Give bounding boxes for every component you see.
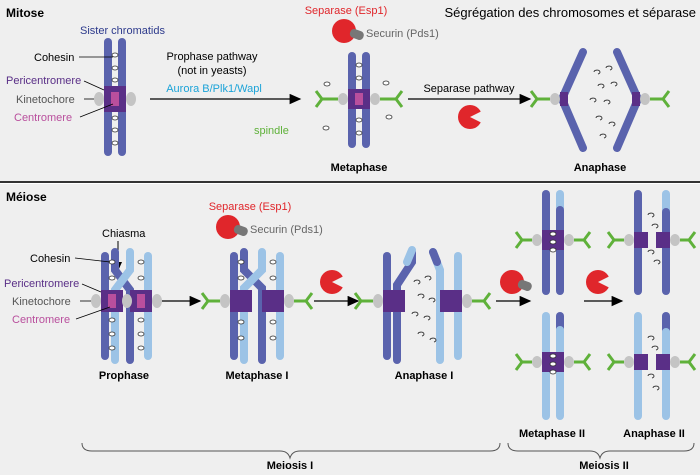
- meiosis-cohesin-label: Cohesin: [30, 253, 70, 265]
- meiosis-prophase-label: Prophase: [99, 370, 149, 382]
- meiosis-active-separase-2-icon: [586, 270, 612, 294]
- mitosis-separase-icon: [332, 19, 366, 43]
- mitosis-active-separase-icon: [458, 105, 484, 129]
- meiosis-anaphase-2-label: Anaphase II: [623, 428, 685, 440]
- prophase-pathway-note: (not in yeasts): [177, 65, 246, 77]
- meiosis-metaphase-2-label: Metaphase II: [519, 428, 585, 440]
- mitosis-kinetochore-label: Kinetochore: [16, 94, 75, 106]
- separase-pathway-label: Separase pathway: [423, 83, 515, 95]
- meiosis-metaphase-1-spindle-right: [294, 292, 314, 310]
- mitosis-cohesin-label: Cohesin: [34, 52, 74, 64]
- meiosis-separase-label: Separase (Esp1): [209, 201, 292, 213]
- meiosis-centromere-label: Centromere: [12, 314, 70, 326]
- meiosis-securin-label: Securin (Pds1): [250, 224, 323, 236]
- meiosis-metaphase-2-top-spindle: [514, 231, 592, 249]
- meiosis-metaphase-1-chromosomes: [220, 248, 294, 364]
- meiosis-metaphase-1-label: Metaphase I: [226, 370, 289, 382]
- mitosis-metaphase-chromosome: [338, 52, 380, 148]
- meiosis-pericentromere-label: Pericentromere: [4, 278, 79, 290]
- meiosis-metaphase-2-top-chromosome: [532, 190, 574, 295]
- mitosis-anaphase-left-chromatid: [550, 48, 587, 152]
- meiosis-anaphase-1-cleaved-cohesins: [411, 275, 437, 343]
- mitosis-anaphase-label: Anaphase: [574, 162, 627, 174]
- meiosis-centromere-leader: [75, 306, 111, 320]
- meiosis-anaphase-1-left-pair: [373, 246, 416, 364]
- mitosis-pericentromere-leader: [83, 80, 105, 91]
- mitosis-anaphase-spindle-left: [529, 90, 550, 108]
- mitosis-section-label: Mitose: [6, 6, 44, 20]
- meiosis-cohesin-leader: [74, 257, 111, 263]
- mitosis-labeled-chromosome: [94, 38, 136, 156]
- page-title: Ségrégation des chromosomes et séparase: [445, 5, 696, 20]
- meiosis-anaphase-1-label: Anaphase I: [395, 370, 454, 382]
- meiosis-anaphase-1-spindle-right: [472, 292, 492, 310]
- mitosis-pericentromere-label: Pericentromere: [6, 75, 81, 87]
- meiosis-pericentromere-leader: [81, 283, 102, 293]
- meiosis-metaphase-1-spindle-left: [200, 292, 220, 310]
- meiosis-anaphase-2-bottom-chromosome: [624, 312, 680, 420]
- mitosis-metaphase-spindle-right: [380, 90, 404, 108]
- meiosis-section-label: Méiose: [6, 190, 47, 204]
- spindle-label: spindle: [254, 125, 289, 137]
- prophase-pathway-label: Prophase pathway: [166, 51, 258, 63]
- meiosis-2-brace: [507, 442, 695, 460]
- mitosis-securin-label: Securin (Pds1): [366, 28, 439, 40]
- meiosis-anaphase-2-top-chromosome: [624, 190, 680, 295]
- mitosis-cleaved-cohesins: [589, 65, 618, 139]
- mitosis-separase-label: Separase (Esp1): [305, 5, 388, 17]
- meiosis-1-brace: [81, 442, 501, 460]
- meiosis-kinetochore-label: Kinetochore: [12, 296, 71, 308]
- mitosis-metaphase-label: Metaphase: [331, 162, 388, 174]
- meiosis-anaphase-1-right-pair: [429, 248, 472, 364]
- mitosis-centromere-leader: [79, 103, 114, 118]
- meiosis-anaphase-2-bottom-cleaved-cohesins: [647, 335, 660, 391]
- meiosis-2-label: Meiosis II: [579, 460, 629, 472]
- mitosis-free-cohesins: [322, 80, 393, 131]
- mitosis-anaphase-right-chromatid: [613, 48, 650, 152]
- mitosis-metaphase-spindle-left: [314, 90, 338, 108]
- meiosis-metaphase-2-bottom-chromosome: [532, 312, 574, 420]
- meiosis-prophase-chromosomes: [91, 248, 162, 364]
- aurora-label: Aurora B/Plk1/Wapl: [166, 83, 262, 95]
- meiosis-anaphase-2-bottom-spindle: [606, 353, 697, 371]
- meiosis-separase-securin-2-icon: [500, 270, 534, 294]
- meiosis-anaphase-2-top-spindle: [606, 231, 697, 249]
- mitosis-centromere-label: Centromere: [14, 112, 72, 124]
- meiosis-active-separase-1-icon: [320, 270, 346, 294]
- sister-chromatids-label: Sister chromatids: [80, 25, 165, 37]
- chiasma-label: Chiasma: [102, 228, 146, 240]
- meiosis-1-label: Meiosis I: [267, 460, 313, 472]
- mitosis-anaphase-spindle-right: [650, 90, 671, 108]
- meiosis-anaphase-1-spindle-left: [353, 292, 373, 310]
- meiosis-anaphase-2-top-cleaved-cohesins: [647, 212, 661, 265]
- meiosis-metaphase-2-bottom-spindle: [514, 353, 592, 371]
- meiosis-separase-icon: [216, 215, 250, 239]
